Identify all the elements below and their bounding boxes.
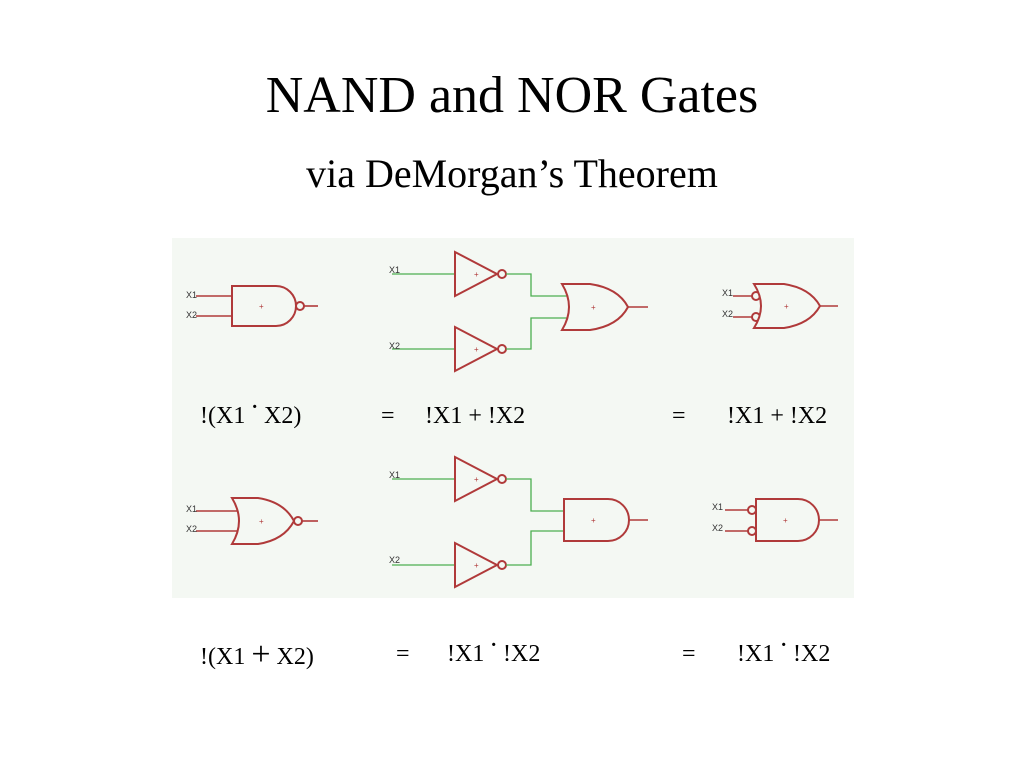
or-plus: + [251,636,271,673]
gate-mark: + [474,475,479,484]
inverted-inputs-and-circuit: X1 X2 + + + [389,455,648,589]
not-x2: !X2 [503,641,541,667]
slide-subtitle: via DeMorgan’s Theorem [306,151,718,196]
bubbled-or-circuit: X1 X2 + [722,283,838,329]
pin-label-x2: X2 [186,310,197,320]
gate-mark: + [259,302,264,311]
not-x1: !X1 [447,641,485,667]
pin-label-x1: X1 [389,470,400,480]
nor-gate-circuit: X1 X2 + [186,497,318,545]
nor-middle-expression: !X1 · !X2 [447,634,541,669]
equals-sign: = [682,641,696,667]
pin-label-x1: X1 [186,290,197,300]
equals-sign: = [672,403,686,429]
and-dot: · [780,634,787,656]
inverted-inputs-or-circuit: X1 X2 + + + [389,250,648,373]
nor-expression: !(X1 + X2) [200,638,314,672]
pin-label-x2: X2 [389,555,400,565]
pin-label-x2: X2 [186,524,197,534]
gate-mark: + [783,516,788,525]
gate-mark: + [474,345,479,354]
pin-label-x2: X2 [389,341,400,351]
equals-sign: = [381,403,395,429]
nor-lhs-open: !(X1 [200,644,246,670]
gate-mark: + [474,270,479,279]
pin-label-x2: X2 [722,309,733,319]
nand-middle-expression: !X1 + !X2 [425,403,526,429]
pin-label-x2: X2 [712,523,723,533]
slide-title: NAND and NOR Gates [265,67,759,124]
bubbled-and-circuit: X1 X2 + [712,498,838,542]
gate-mark: + [474,561,479,570]
nand-lhs-open: !(X1 [200,403,246,429]
nor-right-expression: !X1 · !X2 [737,634,831,669]
nand-expression: !(X1 · X2) [200,396,302,431]
pin-label-x1: X1 [722,288,733,298]
gate-mark: + [591,516,596,525]
nand-right-expression: !X1 + !X2 [727,403,828,429]
gate-mark: + [784,302,789,311]
pin-label-x1: X1 [186,504,197,514]
and-dot: · [490,634,497,656]
pin-label-x1: X1 [712,502,723,512]
and-dot: · [251,396,258,418]
nand-gate-circuit: X1 X2 + [186,285,318,327]
gate-mark: + [259,517,264,526]
not-x2: !X2 [793,641,831,667]
nand-lhs-close: X2) [264,403,302,429]
gate-mark: + [591,303,596,312]
equals-sign: = [396,641,410,667]
nor-lhs-close: X2) [276,644,314,670]
not-x1: !X1 [737,641,775,667]
pin-label-x1: X1 [389,265,400,275]
